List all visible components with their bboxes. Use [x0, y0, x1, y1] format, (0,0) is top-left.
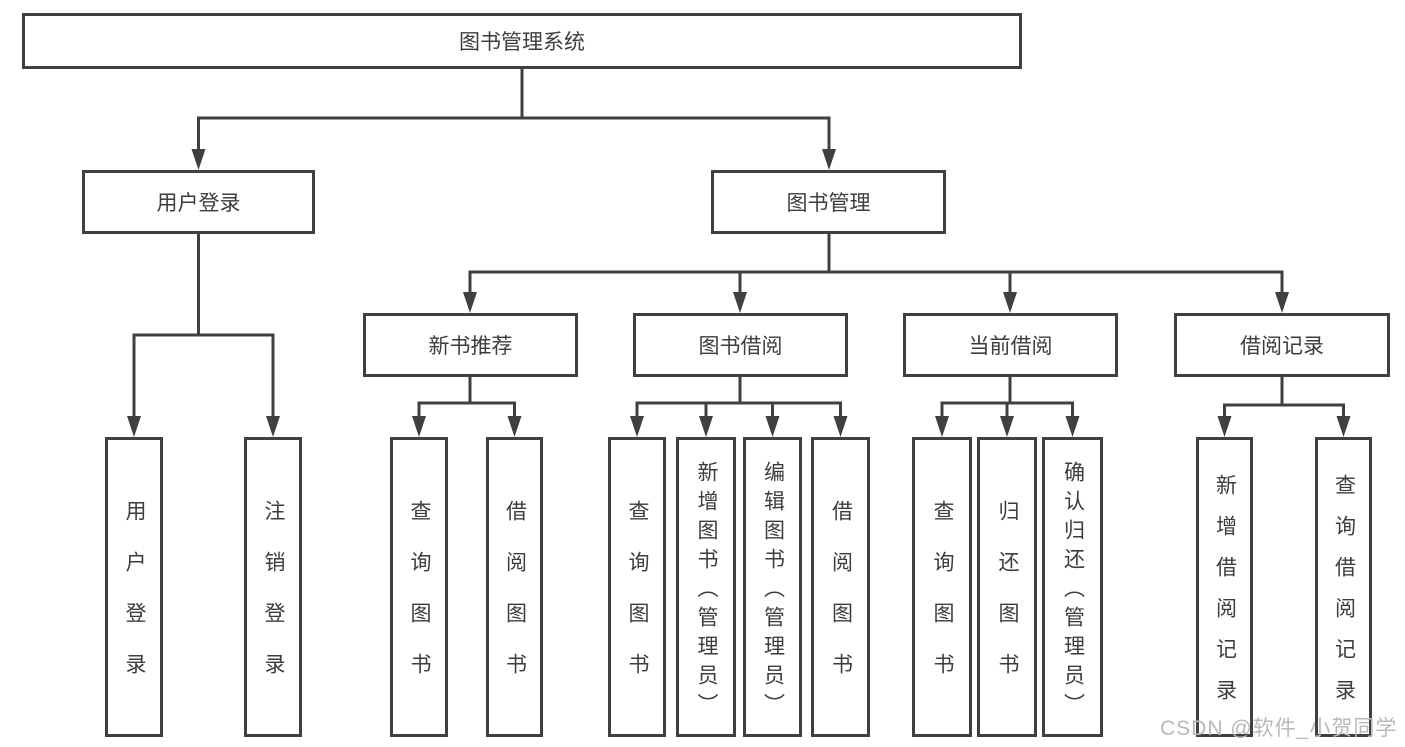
node-leaf-logout: 注销登录 — [244, 437, 302, 737]
connector-lines — [132, 66, 1345, 417]
node-leaf-user-login: 用户登录 — [105, 437, 163, 737]
node-leaf-br-add-record: 新增借阅记录 — [1196, 437, 1253, 737]
node-new-book-recommend: 新书推荐 — [363, 313, 578, 377]
node-borrowing-records: 借阅记录 — [1174, 313, 1390, 377]
node-leaf-bb-edit-books-admin: 编辑图书（管理员） — [743, 437, 802, 737]
node-book-borrowing: 图书借阅 — [633, 313, 848, 377]
node-book-management: 图书管理 — [711, 170, 946, 234]
node-leaf-cb-return-books: 归还图书 — [977, 437, 1037, 737]
node-current-borrowing: 当前借阅 — [903, 313, 1118, 377]
node-leaf-bb-query-books: 查询图书 — [608, 437, 666, 737]
node-leaf-cb-confirm-return-admin: 确认归还（管理员） — [1042, 437, 1103, 737]
node-user-login: 用户登录 — [82, 170, 315, 234]
node-root-system: 图书管理系统 — [22, 13, 1022, 69]
node-leaf-br-query-record: 查询借阅记录 — [1315, 437, 1372, 737]
node-leaf-nbr-query-books: 查询图书 — [390, 437, 448, 737]
connector-arrowheads — [127, 149, 1351, 437]
node-leaf-cb-query-books: 查询图书 — [912, 437, 972, 737]
node-leaf-bb-borrow-books: 借阅图书 — [811, 437, 870, 737]
node-leaf-nbr-borrow-books: 借阅图书 — [486, 437, 543, 737]
csdn-watermark: CSDN @软件_小贺同学 — [1160, 717, 1398, 740]
node-leaf-bb-add-books-admin: 新增图书（管理员） — [676, 437, 736, 737]
